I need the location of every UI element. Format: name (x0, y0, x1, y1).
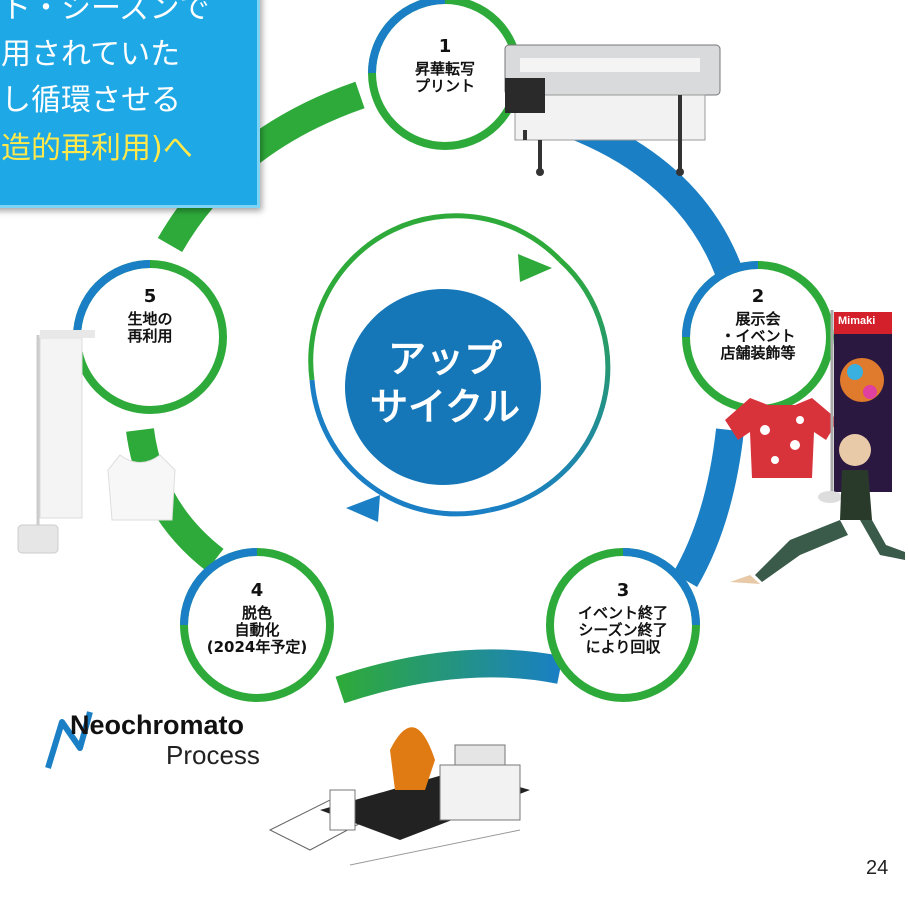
node-4-line-3: (2024年予定) (206, 638, 308, 656)
center-line-2: サイクル (369, 385, 521, 429)
node-circle-3 (546, 548, 700, 702)
node-label-2: 2 展示会 ・イベント 店舗装飾等 (705, 288, 811, 362)
flag-image (17, 330, 95, 554)
printer-image (504, 44, 721, 176)
node-5-line-2: 再利用 (127, 327, 173, 345)
node-2-line-2: ・イベント (720, 327, 796, 345)
inner-arrow-top (308, 213, 562, 381)
center-circle (345, 289, 541, 485)
node-3-line-3: により回収 (585, 638, 661, 656)
node-4-line-2: 自動化 (234, 621, 280, 639)
node-2-line-1: 展示会 (735, 310, 781, 328)
callout-line-1: ト・シーズンで (1, 0, 210, 26)
shirt-image (725, 398, 838, 478)
node-number-3: 3 (616, 580, 630, 601)
node-circle-4 (180, 548, 334, 702)
page-number: 24 (866, 857, 889, 879)
model-image (730, 434, 905, 584)
inner-arrow-right (489, 258, 611, 513)
callout-line-2: 用されていた (1, 37, 181, 72)
node-number-2: 2 (751, 286, 765, 307)
callout-box: ト・シーズンで 用されていた し循環させる 造的再利用)へ (0, 0, 260, 208)
node-label-5: 5 生地の 再利用 (110, 288, 190, 345)
arc-3-4 (335, 649, 563, 704)
node-number-5: 5 (143, 286, 157, 307)
machine-image (268, 727, 530, 866)
node-3-line-1: イベント終了 (577, 604, 668, 622)
node-2-line-3: 店舗装飾等 (720, 344, 796, 362)
inner-arrow-bottom (309, 379, 491, 517)
node-label-1: 1 昇華転写 プリント (405, 38, 485, 95)
center-line-1: アップ (387, 337, 502, 381)
node-1-line-2: プリント (414, 77, 475, 95)
node-label-3: 3 イベント終了 シーズン終了 により回収 (566, 582, 680, 656)
arc-2-3 (672, 428, 744, 588)
node-1-line-1: 昇華転写 (414, 60, 475, 78)
arrowhead-2 (346, 495, 380, 522)
callout-line-4: 造的再利用)へ (1, 131, 193, 166)
center-title: アップ サイクル (355, 335, 535, 431)
arrowhead-1 (518, 254, 552, 282)
node-5-line-1: 生地の (127, 310, 173, 328)
node-label-4: 4 脱色 自動化 (2024年予定) (197, 582, 317, 656)
top-image (107, 454, 176, 521)
node-number-1: 1 (438, 36, 452, 57)
brand-title: Neochromato (70, 710, 245, 740)
neo-logo-icon (45, 711, 93, 769)
banner-brand-text: Mimaki (838, 315, 876, 327)
brand-subtitle: Process (166, 740, 260, 770)
callout-line-3: し循環させる (1, 83, 181, 118)
node-4-line-1: 脱色 (241, 604, 272, 622)
arc-1-2 (555, 106, 749, 295)
banner-image (818, 310, 892, 503)
node-number-4: 4 (250, 580, 264, 601)
node-3-line-2: シーズン終了 (578, 621, 668, 639)
